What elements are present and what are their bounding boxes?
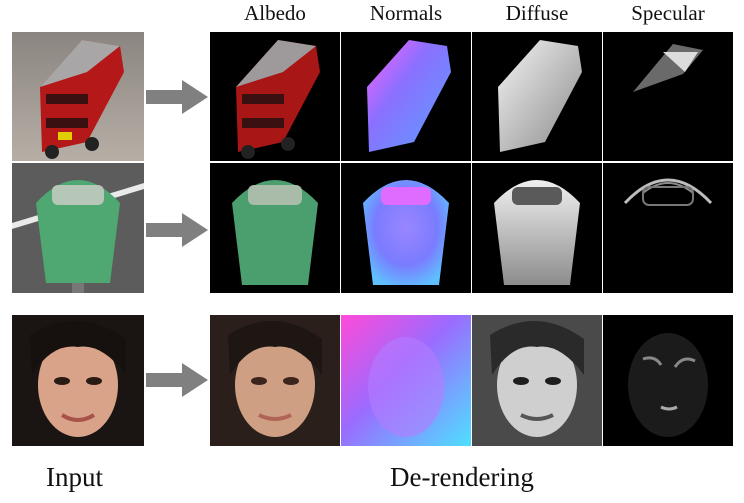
albedo-face [210, 315, 340, 446]
column-header-specular: Specular [631, 1, 705, 25]
arrow-icon [146, 80, 208, 114]
normals-parking-meter [341, 163, 471, 293]
input-image-bus [12, 32, 144, 161]
footer-output-label: De-rendering [390, 462, 534, 492]
column-header-normals: Normals [369, 1, 443, 25]
albedo-bus [210, 32, 340, 161]
normals-face [341, 315, 471, 446]
specular-bus [603, 32, 733, 161]
column-header-diffuse: Diffuse [505, 1, 569, 25]
input-image-parking-meter [12, 163, 144, 293]
arrow-icon [146, 213, 208, 247]
specular-parking-meter [603, 163, 733, 293]
arrow-icon [146, 363, 208, 397]
footer-input-label: Input [46, 462, 103, 492]
normals-bus [341, 32, 471, 161]
input-image-face [12, 315, 144, 446]
albedo-parking-meter [210, 163, 340, 293]
diffuse-parking-meter [472, 163, 602, 293]
diffuse-face [472, 315, 602, 446]
diffuse-bus [472, 32, 602, 161]
column-header-albedo: Albedo [244, 1, 306, 25]
specular-face [603, 315, 733, 446]
